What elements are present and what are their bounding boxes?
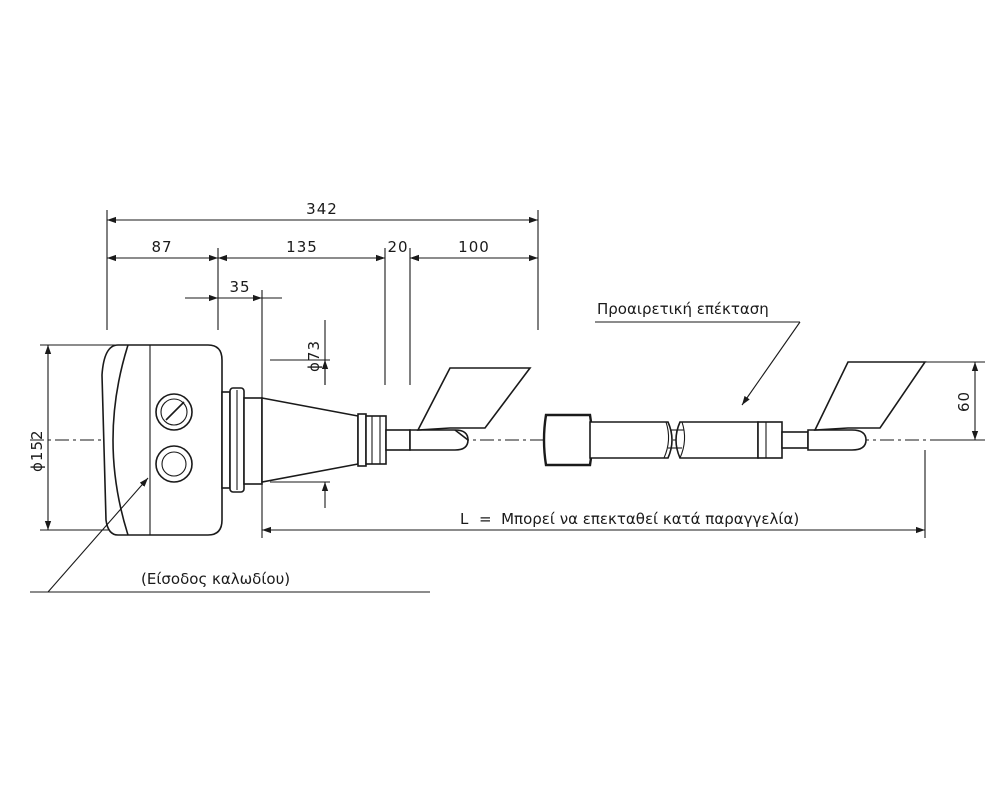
cable-entry-bottom: [155, 445, 193, 483]
extension-assembly: [542, 361, 927, 467]
length-note-label: = Μπορεί να επεκταθεί κατά παραγγελία): [479, 510, 799, 528]
dim-100: 100: [458, 238, 490, 256]
optional-extension-label: Προαιρετική επέκταση: [597, 300, 769, 318]
cable-entry-leader: [47, 477, 149, 593]
paddle-blade-extended: [813, 361, 927, 431]
cable-entry-top: [155, 393, 193, 431]
cable-entry-label: (Είσοδος καλωδίου): [141, 570, 290, 588]
length-prefix-label: L: [460, 510, 469, 528]
extension-leader: [741, 321, 801, 406]
dim-35: 35: [229, 278, 250, 296]
dim-phi73: ϕ73: [305, 340, 323, 372]
dim-87: 87: [151, 238, 172, 256]
housing: [101, 344, 223, 536]
dim-phi152: ϕ152: [28, 429, 46, 472]
dim-135: 135: [286, 238, 318, 256]
dimension-lines: [44, 216, 979, 534]
mounting-neck: [221, 387, 387, 493]
dim-60: 60: [955, 391, 973, 412]
dim-20: 20: [387, 238, 408, 256]
dim-342: 342: [306, 200, 338, 218]
paddle-blade: [416, 367, 532, 431]
shaft-and-paddle: [385, 367, 532, 451]
leader-lines: [30, 321, 801, 593]
